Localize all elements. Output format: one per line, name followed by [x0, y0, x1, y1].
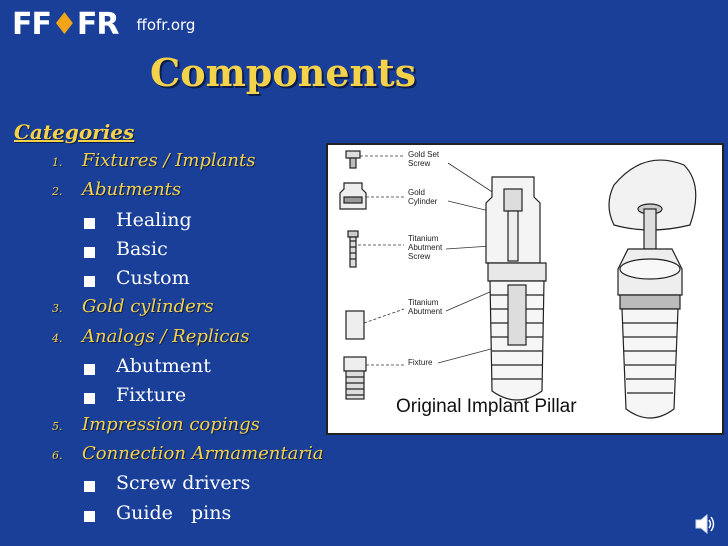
item-label: Fixtures / Implants [82, 150, 256, 171]
bullet-square-icon [84, 217, 95, 229]
sub-item-label: Screw drivers [116, 472, 251, 495]
sub-item: Fixture [46, 384, 326, 413]
item-number: 1. [52, 156, 63, 169]
logo: FF♦FR ffofr.org [12, 8, 195, 42]
sub-item-label: Abutment [116, 355, 211, 378]
svg-text:Titanium: Titanium [408, 234, 439, 243]
site-url[interactable]: ffofr.org [136, 16, 196, 34]
bullet-square-icon [84, 481, 95, 493]
svg-text:Fixture: Fixture [408, 358, 433, 367]
speaker-icon[interactable] [694, 512, 716, 540]
svg-text:Titanium: Titanium [408, 298, 439, 307]
bullet-square-icon [84, 246, 95, 258]
sub-item: Screw drivers [46, 472, 326, 501]
item-label: Connection Armamentaria [82, 442, 324, 464]
bullet-square-icon [84, 510, 95, 522]
bullet-square-icon [84, 393, 95, 405]
section-heading: Categories [14, 120, 135, 144]
list-item: 6. Connection Armamentaria [46, 443, 326, 472]
sub-item-label: Custom [116, 267, 190, 290]
svg-text:Gold: Gold [408, 188, 425, 197]
item-label: Abutments [82, 179, 182, 201]
sub-item: Custom [46, 267, 326, 296]
svg-text:Cylinder: Cylinder [408, 197, 438, 206]
sub-item: Guide pins [46, 502, 326, 531]
sub-item-label: Guide pins [116, 501, 232, 524]
item-number: 2. [52, 185, 63, 199]
bullet-square-icon [84, 276, 95, 288]
item-number: 5. [52, 419, 63, 433]
sub-item-label: Basic [116, 237, 168, 260]
svg-text:Abutment: Abutment [408, 307, 443, 316]
svg-text:Gold Set: Gold Set [408, 150, 440, 159]
svg-text:Screw: Screw [408, 252, 430, 261]
list-item: 1. Fixtures / Implants [46, 150, 326, 179]
svg-text:Abutment: Abutment [408, 243, 443, 252]
sub-item: Abutment [46, 355, 326, 384]
figure-caption: Original Implant Pillar [396, 396, 577, 417]
svg-text:Screw: Screw [408, 159, 430, 168]
sub-item-label: Fixture [116, 384, 187, 407]
sub-item-label: Healing [116, 208, 192, 231]
item-number: 6. [52, 448, 63, 462]
item-number: 4. [52, 331, 63, 345]
list-item: 3. Gold cylinders [46, 296, 326, 325]
item-label: Gold cylinders [82, 296, 214, 318]
bullet-square-icon [84, 364, 95, 376]
list-item: 5. Impression copings [46, 414, 326, 443]
item-label: Impression copings [82, 413, 260, 435]
slide-title: Components [150, 50, 417, 95]
item-label: Analogs / Replicas [82, 325, 250, 347]
sub-item: Healing [46, 209, 326, 238]
list-item: 2. Abutments [46, 179, 326, 208]
list-item: 4. Analogs / Replicas [46, 326, 326, 355]
item-number: 3. [52, 302, 63, 316]
sub-item: Basic [46, 238, 326, 267]
logo-mark: FF♦FR [12, 7, 119, 42]
